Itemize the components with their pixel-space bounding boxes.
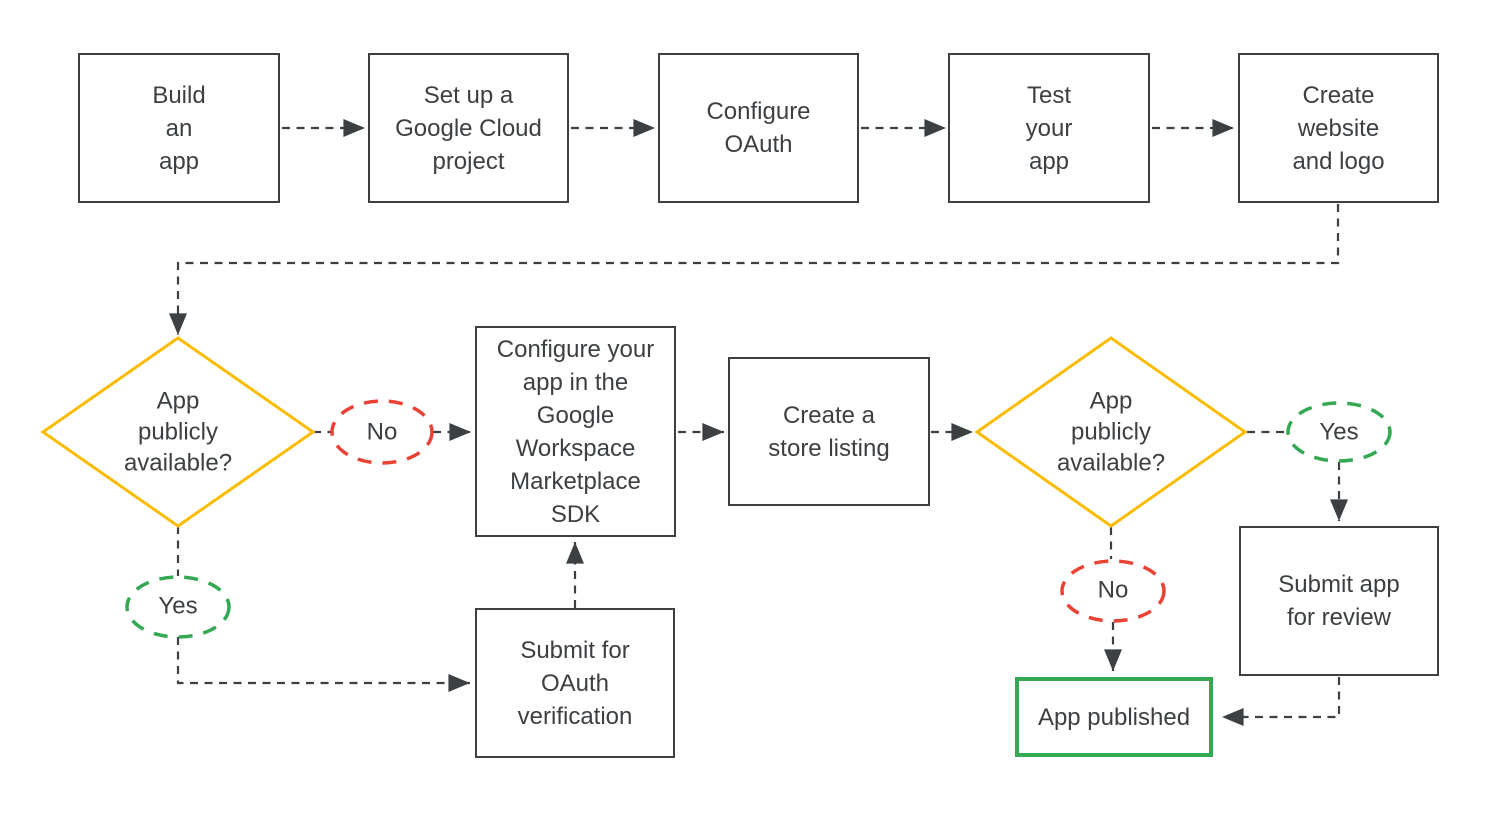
node-store-listing: Create a store listing <box>728 357 930 506</box>
node-configure-oauth: Configure OAuth <box>658 53 859 203</box>
edge-website-to-decision1 <box>169 204 1340 335</box>
node-app-published-label: App published <box>1037 703 1191 731</box>
decision1-label: App publicly available? <box>123 387 233 477</box>
no2-label: No <box>1097 576 1129 604</box>
node-create-website: Create website and logo <box>1238 53 1439 203</box>
node-store-listing-label: Create a store listing <box>768 401 890 462</box>
node-setup-project-label: Set up a Google Cloud project <box>395 81 542 175</box>
node-submit-review: Submit app for review <box>1239 526 1439 676</box>
node-build-app: Build an app <box>78 53 280 203</box>
node-configure-sdk: Configure your app in the Google Workspa… <box>475 326 676 537</box>
node-configure-oauth-label: Configure OAuth <box>706 98 811 158</box>
node-test-app: Test your app <box>948 53 1150 203</box>
node-submit-review-label: Submit app for review <box>1278 571 1400 631</box>
no1-label: No <box>366 418 398 446</box>
node-configure-sdk-label: Configure your app in the Google Workspa… <box>496 335 655 528</box>
node-create-website-label: Create website and logo <box>1292 81 1385 175</box>
node-build-app-label: Build an app <box>152 81 206 175</box>
edge-yes-to-submit-oauth <box>176 637 470 692</box>
decision2-label: App publicly available? <box>1056 387 1166 477</box>
node-test-app-label: Test your app <box>1025 81 1073 175</box>
node-setup-project: Set up a Google Cloud project <box>368 53 569 203</box>
node-app-published: App published <box>1015 677 1213 757</box>
node-submit-oauth: Submit for OAuth verification <box>475 608 675 758</box>
node-submit-oauth-label: Submit for OAuth verification <box>517 636 633 730</box>
edge-review-to-published <box>1222 677 1341 726</box>
yes1-label: Yes <box>158 592 198 620</box>
yes2-label: Yes <box>1319 418 1359 446</box>
